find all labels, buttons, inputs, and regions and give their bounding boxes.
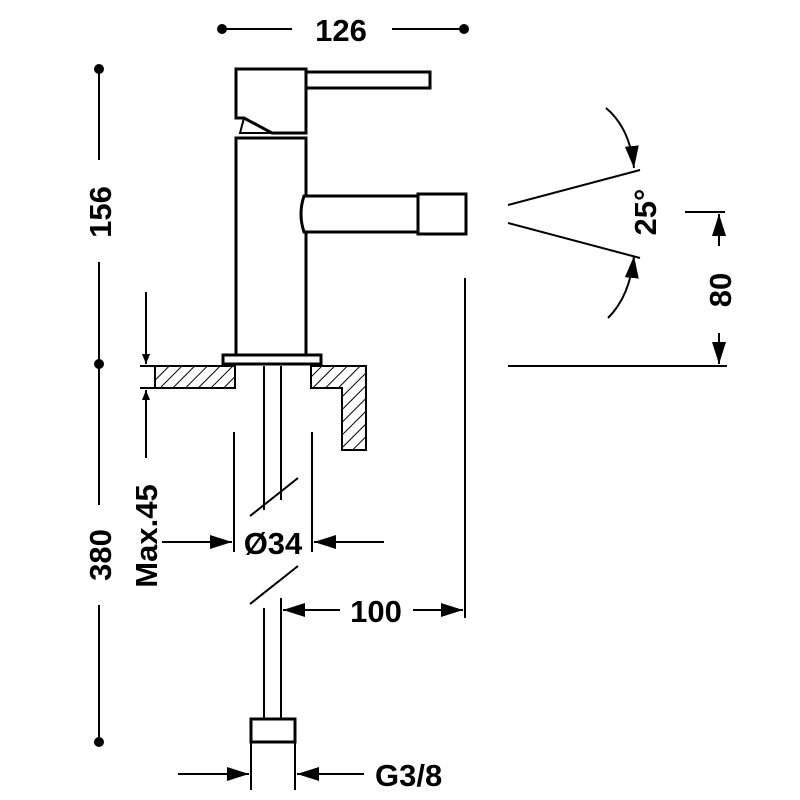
spray-line-upper — [507, 169, 641, 206]
dim-top-width: 126 — [217, 13, 469, 48]
dim-label-top-width: 126 — [315, 13, 367, 48]
dim-label-spray-angle: 25° — [628, 189, 663, 236]
dim-left-heights: 156 380 — [83, 64, 118, 747]
dim-label-max-thickness: Max.45 — [129, 484, 164, 587]
dim-label-spout-reach: 100 — [350, 594, 402, 629]
tube-break-line-lower — [249, 565, 299, 605]
spout — [299, 194, 420, 234]
countertop-right — [310, 365, 367, 451]
dim-spray-angle: 25° — [507, 107, 663, 319]
dim-spout-reach: 100 — [283, 278, 466, 629]
base-flange — [221, 353, 323, 366]
main-column — [234, 136, 308, 360]
cartridge-cap — [234, 67, 308, 135]
dim-max-thickness: Max.45 — [129, 292, 164, 588]
countertop-section — [154, 365, 367, 451]
tube-break-line-upper — [249, 477, 299, 517]
dim-label-connection-thread: G3/8 — [375, 758, 442, 793]
dim-connection-thread: G3/8 — [178, 742, 442, 793]
spout-aerator — [416, 192, 468, 236]
supply-tube — [249, 366, 299, 744]
countertop-left — [154, 365, 236, 389]
dim-label-hole-diameter: Ø34 — [244, 526, 303, 561]
dim-label-spout-height: 80 — [703, 273, 738, 307]
dim-hole-diameter: Ø34 — [162, 432, 384, 561]
hose-connector-nut — [249, 717, 297, 744]
faucet-body — [221, 67, 468, 366]
dim-label-total-height: 156 — [83, 186, 118, 238]
lever-handle — [303, 70, 432, 90]
spray-line-lower — [507, 222, 641, 259]
dim-label-lower-height: 380 — [83, 529, 118, 581]
dim-spout-height: 80 — [508, 211, 738, 367]
cap-skirt — [238, 117, 306, 134]
